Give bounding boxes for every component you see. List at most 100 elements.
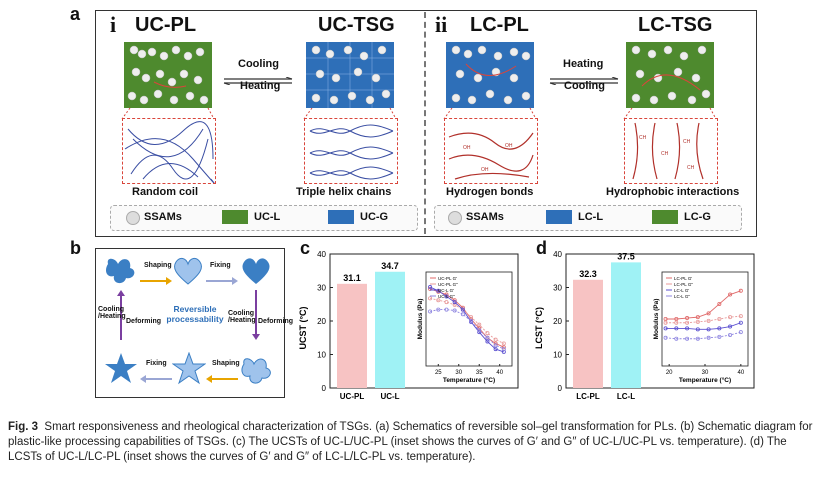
ucst-ytick-label: 0 (322, 384, 327, 393)
ucst-bar-value-label: 31.1 (343, 273, 361, 283)
ucst-inset-xtick-label: 30 (455, 370, 462, 376)
random-coil-detail (122, 118, 216, 184)
ucst-series-point (477, 328, 482, 333)
splash-shape-bottom (240, 354, 274, 391)
lc-pl-title: LC-PL (470, 14, 529, 36)
lc-l-legend-swatch (546, 210, 572, 224)
arrow-down-icon (252, 290, 260, 340)
splash-icon (106, 258, 135, 284)
uc-pl-title: UC-PL (135, 14, 197, 36)
ucst-ytick-label: 10 (317, 351, 326, 360)
lcst-category-label: LC-L (617, 392, 635, 401)
random-coil-caption: Random coil (132, 186, 199, 198)
uc-pl-network-image (124, 42, 212, 108)
lcst-ytick-label: 0 (558, 384, 563, 393)
arrow-right-icon-2 (206, 277, 238, 285)
ucst-series-point (436, 298, 441, 303)
ucst-series-point (501, 341, 506, 346)
uc-tsg-title: UC-TSG (318, 14, 395, 36)
ucst-series-point (444, 307, 449, 312)
cooling-label: Cooling (238, 58, 279, 70)
legend-left (110, 205, 418, 231)
callout-lines-right (442, 106, 742, 120)
deforming-left: Deforming (126, 318, 161, 325)
heart-shape-soft (172, 256, 204, 291)
arrow-down-right (252, 290, 260, 345)
lcst-series-point (738, 314, 743, 319)
svg-text:CH: CH (639, 135, 647, 141)
triple-helix-detail (304, 118, 398, 184)
lcst-series-point (674, 326, 679, 331)
uc-tsg-network-image (306, 42, 394, 108)
lcst-series-point (738, 320, 743, 325)
ucst-series-point (444, 300, 449, 305)
lcst-series-point (717, 301, 722, 306)
lcst-inset-xtick-label: 40 (737, 370, 744, 376)
lcst-ytick-label: 30 (553, 284, 562, 293)
arrow-up-icon (117, 290, 125, 340)
lcst-bar-lc-l (611, 262, 641, 388)
arrow-shaping-top (140, 272, 172, 290)
lcst-series-point (706, 335, 711, 340)
cooling-heating-left: Cooling /Heating (98, 306, 126, 320)
panel-a-letter: a (70, 4, 81, 24)
ucst-inset-xtick-label: 40 (496, 370, 503, 376)
ssam-legend-label-right: SSAMs (466, 211, 504, 223)
fixing-label-top: Fixing (210, 262, 231, 269)
svg-text:OH: OH (481, 167, 489, 173)
lcst-inset-xtick-label: 30 (702, 370, 709, 376)
triple-helix-caption: Triple helix chains (296, 186, 392, 198)
arrow-shaping-bottom (206, 370, 238, 388)
lcst-bar-lc-pl (573, 279, 603, 388)
star-shape-solid (104, 352, 138, 391)
lc-g-legend-swatch (652, 210, 678, 224)
equilibrium-arrow-icon (223, 76, 293, 86)
figure-number: Fig. 3 (8, 421, 39, 433)
figure-caption: Fig. 3 Smart responsiveness and rheologi… (8, 420, 818, 465)
ucst-legend-label: UC-PL G' (438, 276, 457, 281)
equilibrium-arrow-right-icon (549, 76, 619, 86)
lc-l-legend-label: LC-L (578, 211, 604, 223)
shaping-label-top: Shaping (144, 262, 172, 269)
ucst-series-point (469, 315, 474, 320)
lcst-series-point (685, 316, 690, 321)
lcst-inset-ylabel: Modulus (Pa) (653, 299, 660, 340)
arrow-up-left (117, 290, 125, 345)
lcst-series-point (663, 320, 668, 325)
lcst-ytick-label: 10 (553, 351, 562, 360)
ucst-series-point (460, 312, 465, 317)
lcst-bar-value-label: 37.5 (617, 251, 635, 261)
arrow-left-icon (140, 375, 172, 383)
lcst-ytick-label: 40 (553, 250, 562, 259)
uc-l-legend-label: UC-L (254, 211, 281, 223)
ucst-bar-uc-l (375, 271, 405, 388)
callout-lines-icon (121, 107, 397, 120)
uc-pl-network-icon (127, 45, 209, 105)
lc-g-legend-label: LC-G (684, 211, 711, 223)
callout-lines-right-icon (443, 107, 717, 120)
splash-bottom-icon (241, 358, 271, 384)
lc-tsg-title: LC-TSG (638, 14, 713, 36)
shaping-label-bottom: Shaping (212, 360, 240, 367)
lcst-series-point (738, 330, 743, 335)
ucst-inset-ylabel: Modulus (Pa) (417, 299, 424, 340)
random-coil-icon (124, 121, 215, 184)
lcst-series-point (663, 335, 668, 340)
lc-tsg-network-icon (631, 45, 711, 105)
ucst-ytick-label: 20 (317, 317, 326, 326)
lcst-series-point (717, 334, 722, 339)
ucst-ytick-label: 40 (317, 250, 326, 259)
lcst-legend-label: LC-PL G'' (674, 282, 693, 287)
arrow-left-icon-2 (206, 375, 238, 383)
ucst-series-point (452, 308, 457, 313)
ucst-inset-xlabel: Temperature (°C) (443, 376, 495, 384)
ucst-series-point (501, 347, 506, 352)
heating-label-right: Heating (563, 58, 604, 70)
lcst-series-point (674, 336, 679, 341)
ucst-inset-xtick-label: 25 (435, 370, 442, 376)
legend-right (434, 205, 742, 231)
lcst-series-point (717, 317, 722, 322)
lcst-ytick-label: 20 (553, 317, 562, 326)
